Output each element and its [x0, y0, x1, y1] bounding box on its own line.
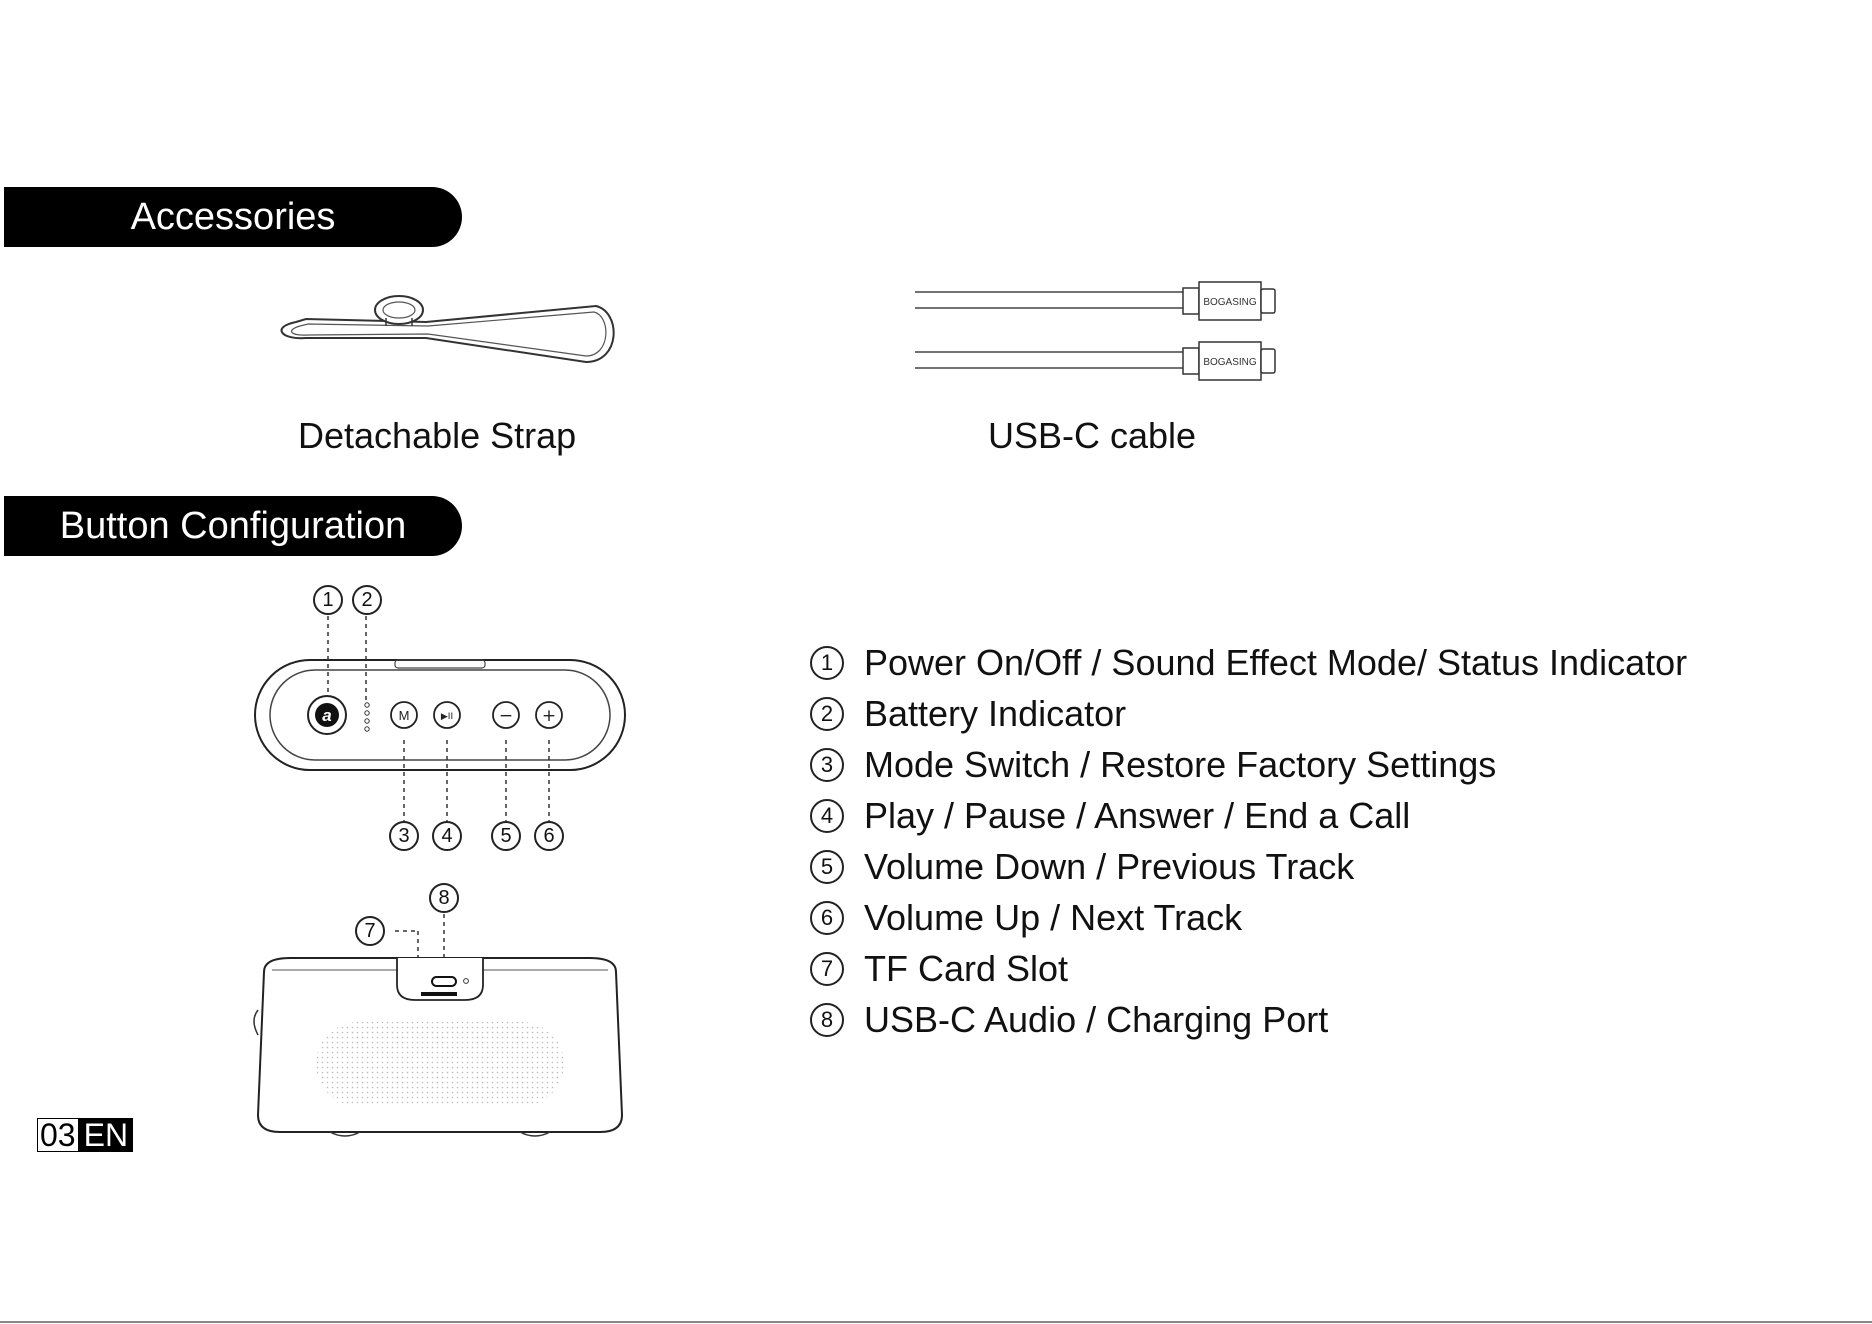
callout-3: 3: [389, 821, 419, 851]
mode-key-label: M: [399, 708, 410, 723]
legend-number: 6: [810, 900, 844, 935]
section-header-accessories: Accessories: [4, 187, 462, 247]
legend-item: 5 Volume Down / Previous Track: [810, 841, 1687, 892]
button-legend-list: 1 Power On/Off / Sound Effect Mode/ Statu…: [810, 637, 1687, 1045]
legend-text: Volume Down / Previous Track: [864, 845, 1355, 887]
status-led: [463, 978, 469, 984]
strap-illustration: [280, 295, 615, 364]
legend-text: Mode Switch / Restore Factory Settings: [864, 743, 1497, 785]
legend-item: 3 Mode Switch / Restore Factory Settings: [810, 739, 1687, 790]
cable-caption: USB-C cable: [988, 415, 1197, 456]
legend-text: USB-C Audio / Charging Port: [864, 998, 1329, 1040]
callout-5: 5: [491, 821, 521, 851]
legend-number: 4: [810, 798, 844, 833]
legend-item: 4 Play / Pause / Answer / End a Call: [810, 790, 1687, 841]
plus-icon: +: [542, 706, 556, 726]
legend-number: 8: [810, 1002, 844, 1037]
legend-number: 2: [810, 696, 844, 731]
legend-item: 8 USB-C Audio / Charging Port: [810, 994, 1687, 1045]
play-pause-button[interactable]: ▶II: [433, 701, 461, 729]
speaker-back-view: [253, 957, 624, 1137]
legend-item: 6 Volume Up / Next Track: [810, 892, 1687, 943]
volume-up-button[interactable]: +: [535, 701, 563, 729]
strap-caption: Detachable Strap: [298, 415, 577, 456]
callout-7: 7: [355, 916, 385, 946]
legend-item: 7 TF Card Slot: [810, 943, 1687, 994]
legend-number: 3: [810, 747, 844, 782]
usb-c-cable-illustration: BOGASING BOGASING: [915, 281, 1276, 381]
callout-8: 8: [429, 883, 459, 913]
speaker-top-view: a M ▶II − +: [254, 659, 626, 771]
tf-card-slot[interactable]: [421, 992, 457, 996]
callout-4: 4: [432, 821, 462, 851]
callout-6: 6: [534, 821, 564, 851]
battery-indicator-leds: [364, 702, 370, 732]
legend-item: 2 Battery Indicator: [810, 688, 1687, 739]
legend-text: TF Card Slot: [864, 947, 1069, 989]
brand-logo-icon: a: [322, 706, 331, 725]
play-pause-icon: ▶II: [441, 712, 453, 722]
section-title: Accessories: [130, 196, 336, 238]
legend-number: 7: [810, 951, 844, 986]
callout-1: 1: [313, 585, 343, 615]
usb-c-port[interactable]: [431, 976, 457, 987]
legend-number: 1: [810, 645, 844, 680]
cable-brand-label: BOGASING: [1203, 357, 1257, 368]
cable-brand-label: BOGASING: [1203, 297, 1257, 308]
page-number: 03: [37, 1118, 79, 1152]
legend-text: Power On/Off / Sound Effect Mode/ Status…: [864, 641, 1688, 683]
legend-text: Volume Up / Next Track: [864, 896, 1243, 938]
page-marker: 03 EN: [37, 1118, 134, 1152]
section-title: Button Configuration: [59, 505, 407, 547]
power-button[interactable]: a: [307, 695, 347, 735]
bottom-rule: [0, 1321, 1872, 1323]
legend-item: 1 Power On/Off / Sound Effect Mode/ Statu…: [810, 637, 1687, 688]
section-header-button-configuration: Button Configuration: [4, 496, 462, 556]
callout-2: 2: [352, 585, 382, 615]
legend-text: Play / Pause / Answer / End a Call: [864, 794, 1411, 836]
legend-number: 5: [810, 849, 844, 884]
mode-button[interactable]: M: [390, 701, 418, 729]
volume-down-button[interactable]: −: [492, 701, 520, 729]
language-badge: EN: [78, 1118, 134, 1152]
minus-icon: −: [499, 706, 513, 726]
legend-text: Battery Indicator: [864, 692, 1127, 734]
